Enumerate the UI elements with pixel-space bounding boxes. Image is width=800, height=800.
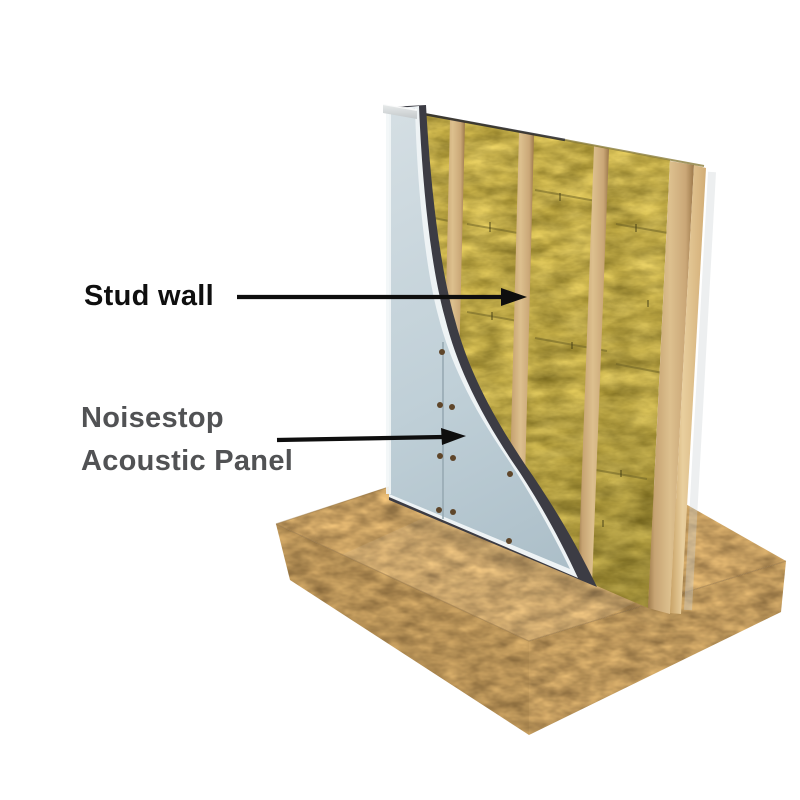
screw [437,453,443,459]
wall-contact-shadow [386,502,668,632]
base-top-sheen [330,515,640,650]
wall-top-edge-dark [401,108,566,142]
base-front-edge-line [275,523,530,642]
stud-wall-arrowhead [501,288,527,306]
wall-right-ambient-shadow [684,171,716,611]
screw [507,471,513,477]
panel-label-line2: Acoustic Panel [81,445,293,477]
wall-stud-4-front [648,161,694,614]
base-back-edge-line [275,485,393,525]
panel-face [389,108,570,569]
base-front-shade [276,524,529,735]
base-front-face [276,524,529,735]
screw [506,538,512,544]
base-right-face [529,561,786,735]
wall-top-edge-light [564,139,705,167]
panel-label-line1: Noisestop [81,402,224,434]
stud-wall-label: Stud wall [84,280,214,312]
panel-left-edge-highlight [386,110,391,494]
panel-top-cap [383,104,417,119]
screw [436,507,442,513]
acoustic-panel [382,103,597,587]
wall-stud-3 [578,146,609,585]
screw [450,455,456,461]
annotations: Stud wall Noisestop Acoustic Panel [81,280,527,477]
wall-stud-4-side [670,165,706,614]
screw [437,402,443,408]
panel-arrow [276,434,444,443]
screw [450,509,456,515]
panel-screws [436,349,513,544]
screw [449,404,455,410]
screw [439,349,445,355]
base-right-shade [529,561,786,735]
panel-top-cap-highlight [382,103,418,111]
insulation-tick-marks [489,193,649,527]
panel-arrowhead [441,428,466,445]
